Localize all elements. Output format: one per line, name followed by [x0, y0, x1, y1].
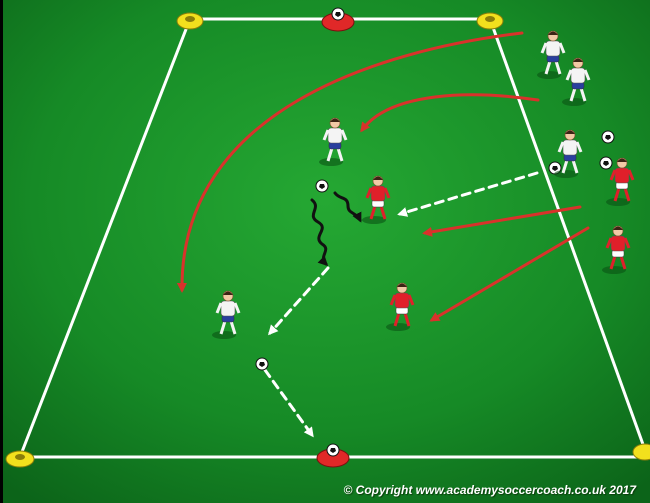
copyright-notice: © Copyright www.academysoccercoach.co.uk… — [343, 483, 636, 497]
soccer-ball-icon — [602, 131, 614, 143]
cone-top-left — [177, 13, 203, 29]
soccer-ball-icon — [316, 180, 328, 192]
cone-top-right — [477, 13, 503, 29]
left-border — [0, 0, 3, 503]
soccer-ball-icon — [600, 157, 612, 169]
soccer-ball-icon — [256, 358, 268, 370]
cone-bottom-left — [6, 451, 34, 467]
